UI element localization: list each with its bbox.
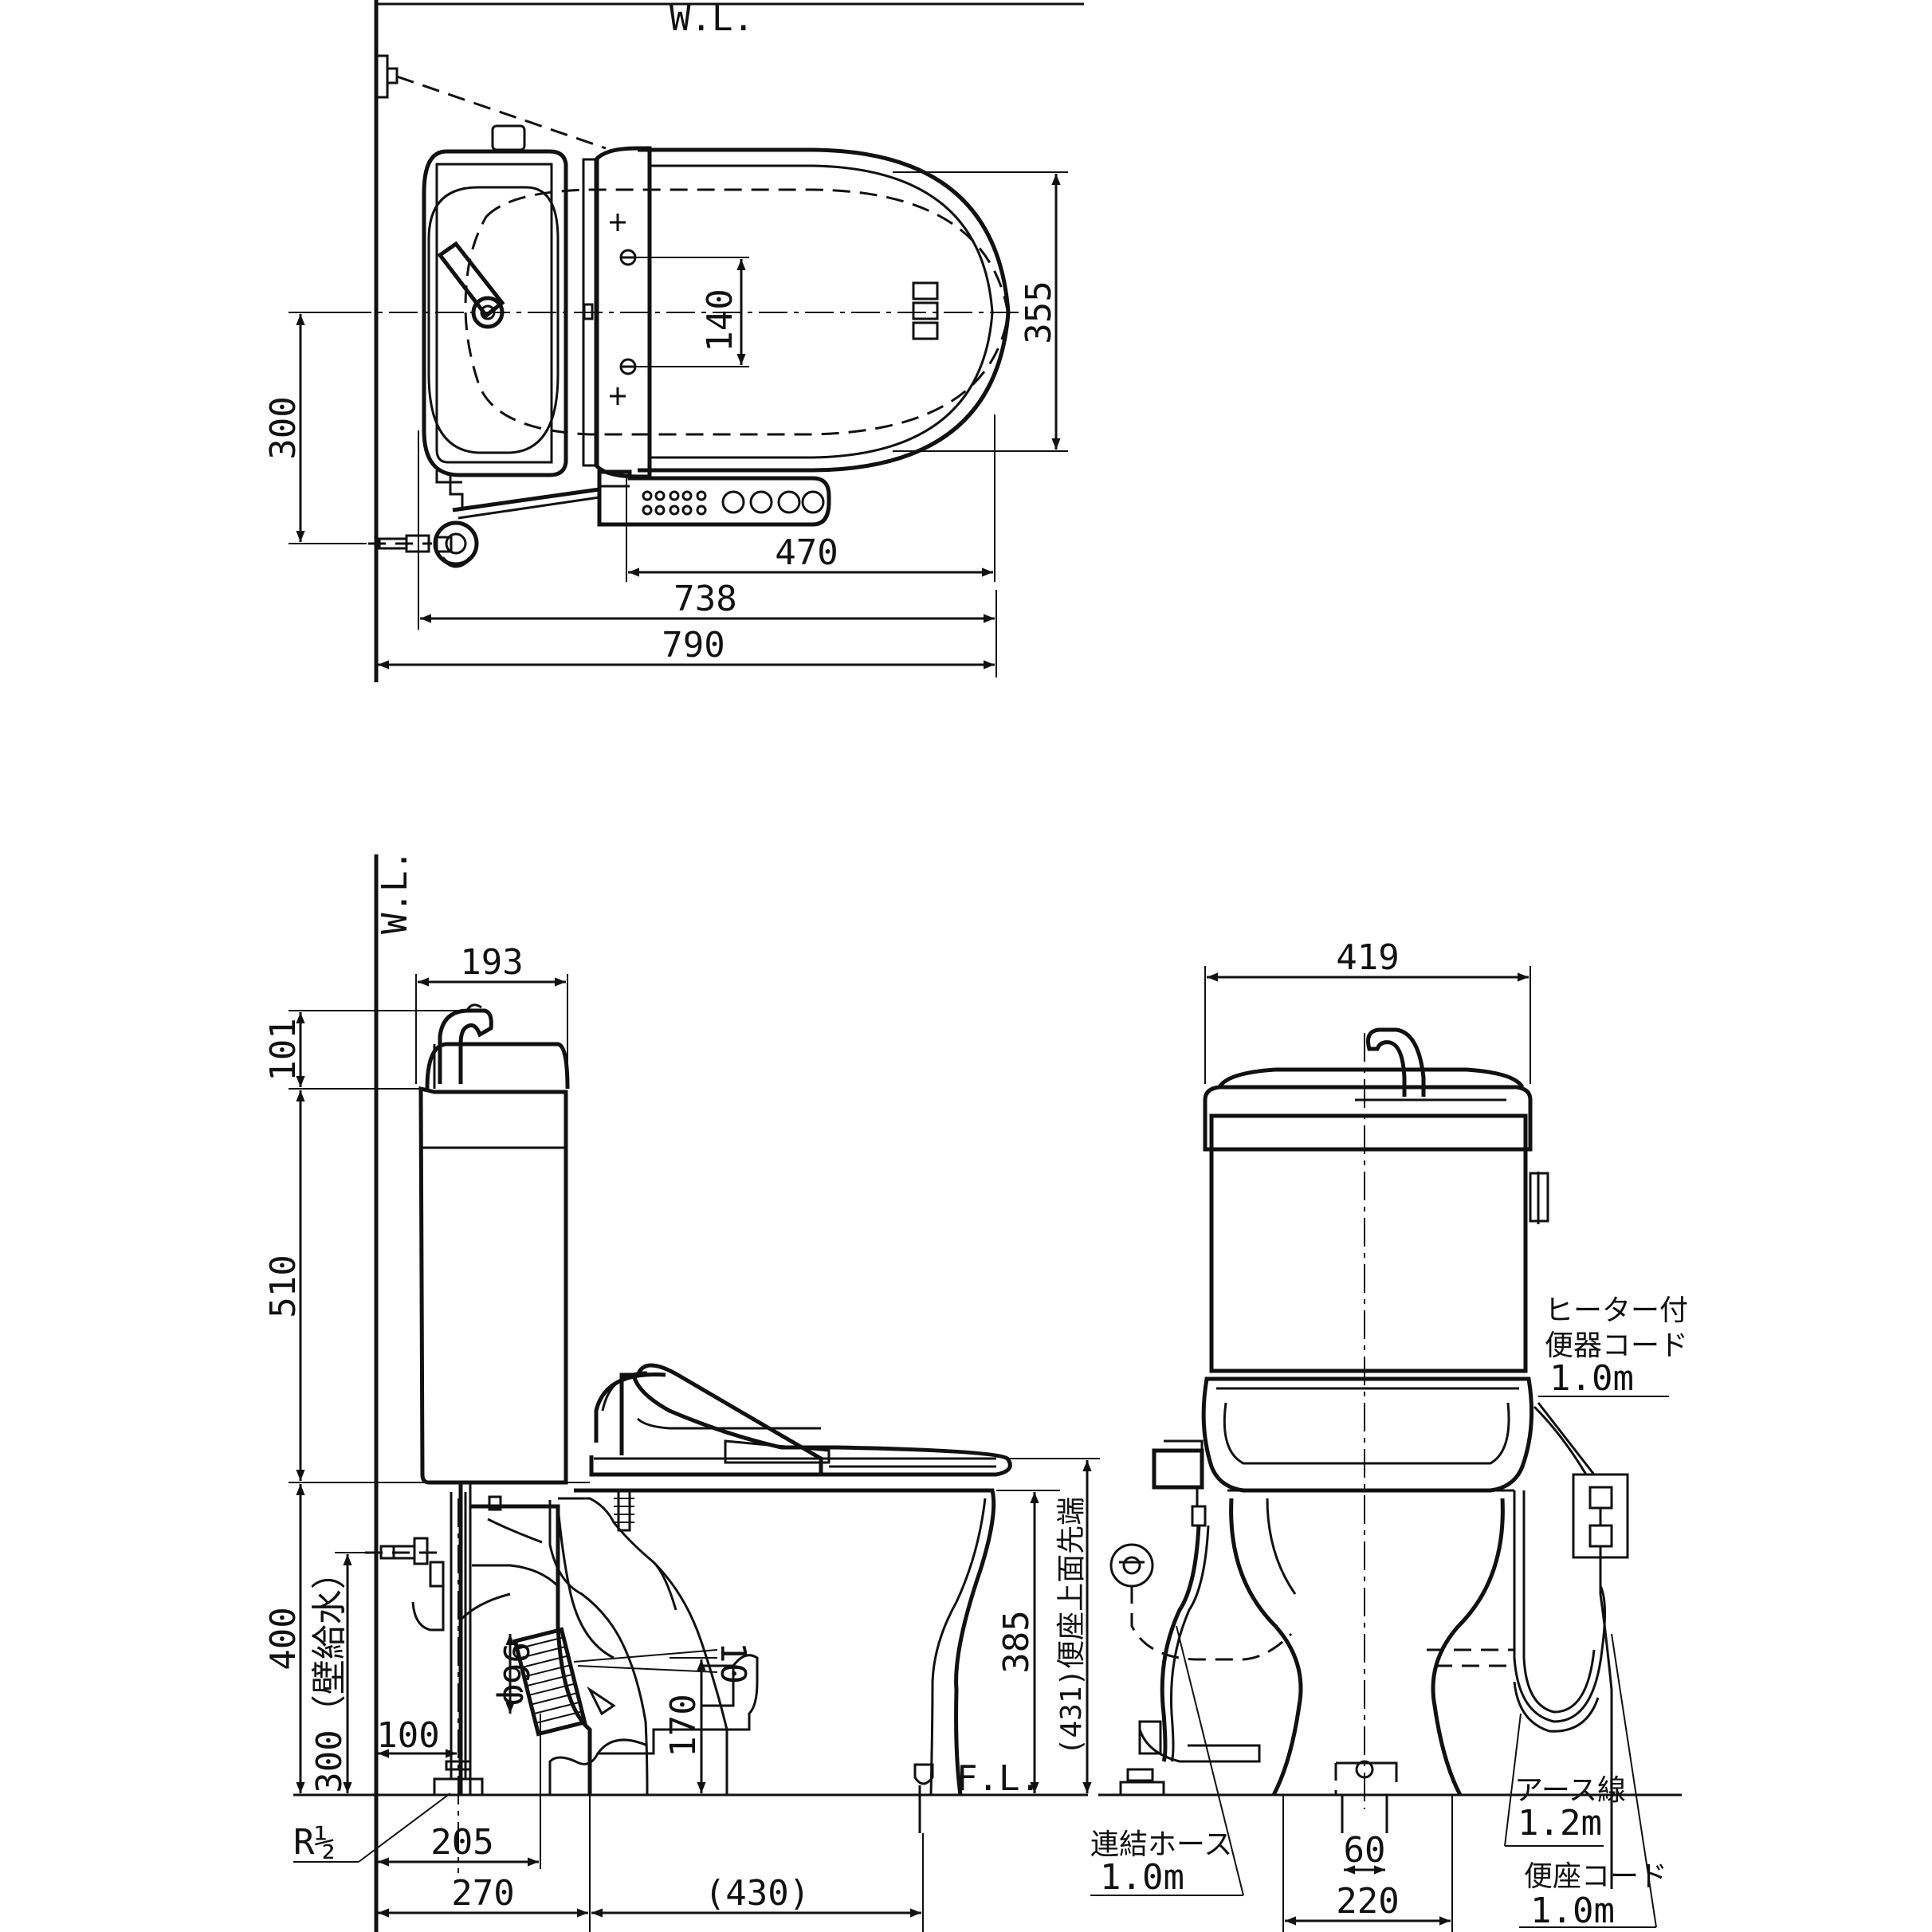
top-view: W.L. — [263, 0, 1084, 682]
dim-170: 170 — [663, 1657, 717, 1793]
pipe-thread-label: R½ — [293, 1822, 336, 1863]
dim-385-label: 385 — [996, 1610, 1037, 1673]
cords-front — [1427, 1402, 1629, 1889]
dim-60: 60 — [1344, 1830, 1386, 1875]
earth-wire-callout: アース線 1.2m — [1504, 1713, 1626, 1847]
dim-205: 205 — [378, 1714, 541, 1869]
dim-790: 790 — [378, 625, 995, 670]
tank-top — [422, 124, 568, 484]
earth-wire-line1: アース線 — [1514, 1774, 1626, 1807]
dim-96-diameter: 96φ — [495, 1634, 536, 1714]
seat-cord-callout: 便座コード 1.0m — [1519, 1633, 1667, 1931]
seat-front — [1152, 1376, 1534, 1493]
earth-wire-line2: 1.2m — [1518, 1803, 1602, 1844]
dim-270: 270 — [378, 1793, 924, 1932]
side-view: W.L. — [263, 850, 1100, 1932]
heater-cord-line1: ヒーター付 — [1545, 1294, 1688, 1327]
seat-cord-line1: 便座コード — [1524, 1860, 1667, 1893]
dim-96-label: 96φ — [495, 1642, 536, 1705]
dim-300-side: 300（壁給水） — [309, 1552, 375, 1793]
dim-355-label: 355 — [1019, 281, 1059, 344]
dim-400: 400 — [263, 1484, 305, 1793]
dim-300-top-label: 300 — [263, 396, 304, 459]
dim-60-label: 60 — [1344, 1830, 1386, 1871]
bowl-side — [458, 1482, 996, 1796]
dim-193: 193 — [415, 942, 568, 1084]
dim-419: 419 — [1204, 937, 1531, 1084]
dim-431-label: (431)便座上面先端 — [1055, 1497, 1088, 1755]
pipe-thread-callout: R½ — [293, 1793, 451, 1863]
dim-101: 101 — [263, 1010, 475, 1090]
dim-510: 510 — [263, 1090, 590, 1483]
connection-hose-line2: 1.0m — [1100, 1857, 1184, 1898]
supply-valve-side — [365, 1492, 502, 1873]
heater-cord-line3: 1.0m — [1549, 1358, 1634, 1399]
dim-431: (431)便座上面先端 — [1006, 1458, 1100, 1793]
dim-355: 355 — [893, 171, 1068, 452]
tank-side — [418, 1003, 570, 1485]
dim-790-label: 790 — [662, 625, 724, 666]
dim-430-label: (430) — [705, 1873, 810, 1914]
heater-cord-line2: 便器コード — [1545, 1329, 1688, 1362]
dim-510-label: 510 — [263, 1255, 304, 1317]
bowl-outline-top — [464, 188, 1010, 436]
heater-cord-callout: ヒーター付 便器コード 1.0m — [1538, 1294, 1688, 1399]
dim-385: 385 — [996, 1490, 1060, 1793]
dim-300-side-label: 300（壁給水） — [309, 1554, 350, 1793]
bowl-front — [1229, 1498, 1505, 1797]
connection-hose-line1: 連結ホース — [1090, 1828, 1232, 1861]
dim-140-label: 140 — [700, 289, 740, 351]
connection-hose-front — [1109, 1487, 1293, 1797]
dim-193-label: 193 — [460, 942, 523, 983]
dim-738: 738 — [418, 430, 997, 677]
dim-430: (430) — [591, 1873, 921, 1918]
dim-738-label: 738 — [673, 579, 736, 619]
floor-line-label: F.L. — [956, 1758, 1041, 1799]
connection-hose-callout: 連結ホース 1.0m — [1090, 1625, 1244, 1898]
seat-cord-line2: 1.0m — [1530, 1891, 1615, 1931]
dim-220-label: 220 — [1336, 1881, 1399, 1922]
front-view: 419 60 220 ヒーター付 便器コード 1.0m 連結ホース 1.0m — [1090, 937, 1688, 1932]
dim-220: 220 — [1282, 1795, 1453, 1932]
dim-10-label: 10 — [713, 1642, 753, 1684]
wall-line-label-side: W.L. — [375, 850, 415, 934]
supply-valve-top — [368, 475, 600, 568]
dim-400-label: 400 — [263, 1607, 304, 1670]
dim-140: 140 — [630, 257, 749, 367]
dim-170-label: 170 — [663, 1694, 704, 1757]
side-controller-top — [597, 469, 831, 527]
dim-101-label: 101 — [263, 1018, 304, 1081]
dim-300-top: 300 — [263, 312, 367, 544]
dim-205-label: 205 — [430, 1822, 493, 1863]
dim-100: 100 — [376, 1715, 457, 1758]
dim-470: 470 — [626, 414, 995, 582]
floor-bolts-front — [1334, 1760, 1398, 1833]
dim-10-degree: 10 — [573, 1642, 753, 1684]
dim-470-label: 470 — [775, 532, 838, 573]
wall-line-label-top: W.L. — [670, 0, 754, 39]
dim-100-label: 100 — [376, 1715, 439, 1756]
dim-270-label: 270 — [451, 1873, 514, 1914]
flush-lever-top — [437, 241, 505, 329]
tank-front — [1203, 1027, 1549, 1373]
dim-419-label: 419 — [1336, 937, 1399, 978]
seat-side — [589, 1363, 1012, 1833]
